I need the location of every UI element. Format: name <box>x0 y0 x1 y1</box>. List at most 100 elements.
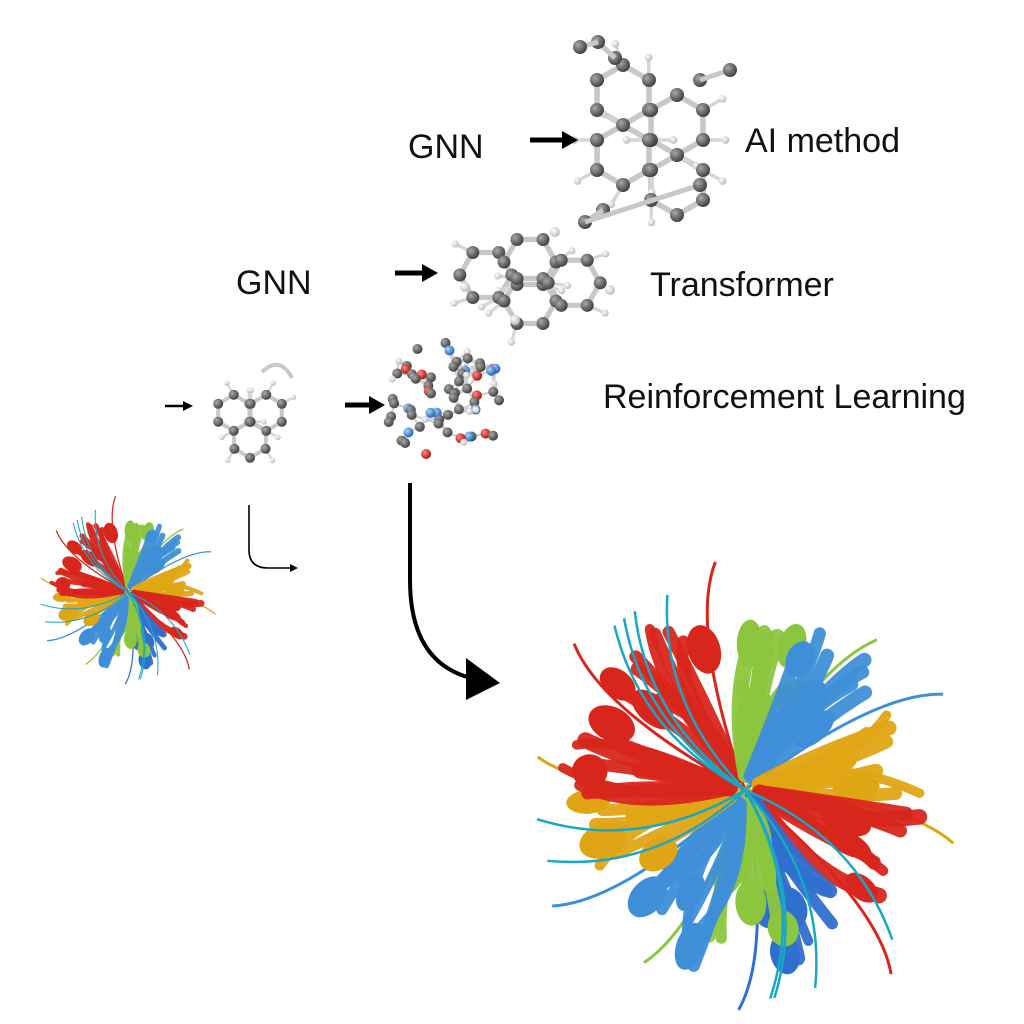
carbon-atom <box>245 452 255 463</box>
nitrogen-atom <box>425 407 436 418</box>
carbon-atom <box>670 88 684 102</box>
hydrogen-atom <box>507 338 515 346</box>
loop <box>127 591 146 680</box>
loop <box>44 591 129 623</box>
carbon-atom <box>723 63 737 77</box>
helix <box>736 619 763 668</box>
carbon-atom <box>466 245 480 259</box>
carbon-atom <box>644 163 659 177</box>
hydrogen-atom <box>478 303 486 311</box>
hydrogen-atom <box>224 457 231 464</box>
loop <box>94 510 129 593</box>
helix <box>170 626 184 640</box>
hydrogen-atom <box>472 406 480 414</box>
loop <box>111 495 129 593</box>
hydrogen-atom <box>388 375 396 383</box>
hydrogen-atom <box>450 299 458 307</box>
hydrogen-atom <box>463 371 471 379</box>
helix <box>55 577 71 592</box>
bond <box>584 182 701 225</box>
carbon-atom <box>695 163 710 177</box>
loop <box>81 516 129 593</box>
loop <box>744 788 894 941</box>
hydrogen-atom <box>557 287 566 295</box>
helix <box>123 629 137 649</box>
molecule-small <box>213 362 297 464</box>
helix <box>148 558 166 575</box>
helix <box>166 586 180 598</box>
hydrogen-atom <box>463 348 471 356</box>
carbon-atom <box>554 298 568 312</box>
hydrogen-atom <box>494 272 502 280</box>
hydrogen-atom <box>485 309 493 317</box>
helix <box>835 776 869 803</box>
carbon-atom <box>593 276 607 290</box>
helix <box>124 520 136 541</box>
carbon-atom <box>245 398 256 409</box>
carbon-atom <box>641 73 656 87</box>
helix <box>161 607 181 621</box>
loop <box>622 618 746 792</box>
helix <box>572 754 608 788</box>
hydrogen-atom <box>465 407 473 415</box>
helix <box>795 678 827 714</box>
hydrogen-atom <box>563 281 572 290</box>
carbon-atom <box>453 268 467 282</box>
hydrogen-atom <box>644 53 653 62</box>
ribbon-strand <box>741 797 777 893</box>
carbon-atom <box>616 118 630 132</box>
carbon-atom <box>469 396 480 407</box>
carbon-atom <box>448 361 459 372</box>
molecule-middle <box>450 227 615 346</box>
carbon-atom <box>590 73 605 87</box>
carbon-atom <box>425 372 436 383</box>
carbon-atom <box>425 388 436 399</box>
hydrogen-atom <box>607 200 616 209</box>
ribbon-strand <box>571 738 736 791</box>
carbon-atom <box>276 398 287 409</box>
helix <box>64 557 80 570</box>
ribbon-strand <box>79 538 127 591</box>
helix <box>99 627 112 643</box>
hydrogen-atom <box>451 240 459 248</box>
loop <box>572 643 746 792</box>
carbon-atom <box>245 416 255 427</box>
carbon-atom <box>229 443 240 454</box>
carbon-atom <box>276 416 287 427</box>
carbon-atom <box>488 386 499 397</box>
hydrogen-atom <box>568 247 576 255</box>
ribbon-strand <box>656 796 742 916</box>
loop <box>744 788 893 975</box>
loop <box>705 561 747 791</box>
loop <box>547 789 746 864</box>
arrow-small-curve <box>248 505 298 572</box>
carbon-atom <box>462 383 473 394</box>
ribbon-strand <box>753 726 873 789</box>
bond <box>260 362 294 379</box>
helix <box>675 873 705 912</box>
carbon-atom <box>466 291 480 305</box>
carbon-atom <box>488 430 499 441</box>
carbon-atom <box>406 409 417 420</box>
label-reinforcement-learning: Reinforcement Learning <box>603 378 966 416</box>
arrow-big-curve <box>408 483 500 700</box>
helix <box>845 872 878 903</box>
hydrogen-atom <box>290 394 297 400</box>
carbon-atom <box>383 416 394 427</box>
label-ai-method: AI method <box>745 122 900 160</box>
helix <box>78 628 96 646</box>
loop <box>76 519 129 593</box>
loop <box>40 591 129 610</box>
loop <box>613 625 746 792</box>
hydrogen-atom <box>460 438 468 446</box>
arrow-gnn-mid <box>395 264 438 282</box>
nitrogen-atom <box>403 427 414 438</box>
carbon-atom <box>536 317 550 331</box>
carbon-atom <box>213 416 224 427</box>
helix <box>674 922 706 970</box>
helix <box>785 641 816 678</box>
hydrogen-atom <box>718 95 727 103</box>
ribbon-strand <box>574 779 736 806</box>
carbon-atom <box>554 253 568 267</box>
